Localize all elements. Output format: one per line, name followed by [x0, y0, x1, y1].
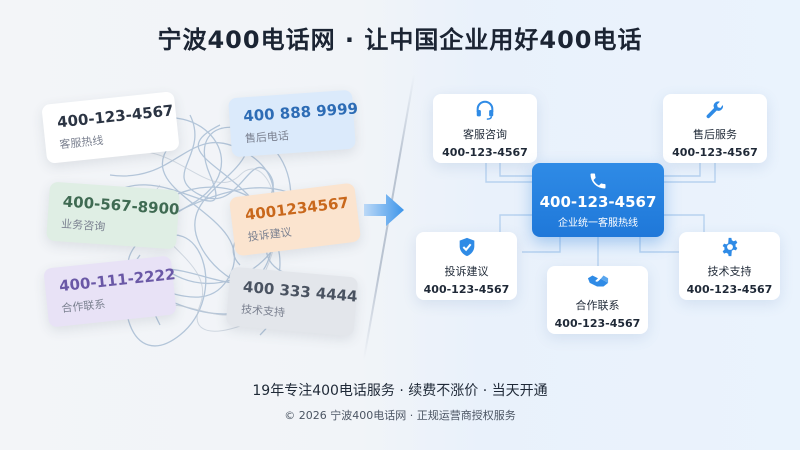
- card-label: 售后电话: [244, 129, 290, 146]
- node-number: 400-123-4567: [442, 145, 528, 159]
- node-label: 投诉建议: [444, 265, 489, 278]
- node-number: 400-123-4567: [672, 145, 758, 159]
- phone-card-aftersales: 400 888 9999 售后电话: [228, 89, 359, 158]
- phone-card-business: 400-567-8900 业务咨询: [46, 181, 181, 250]
- service-node-complaint[interactable]: 投诉建议 400-123-4567: [416, 232, 517, 300]
- hub-hotline-card[interactable]: 400-123-4567 企业统一客服热线: [532, 163, 664, 237]
- card-number: 400-567-8900: [62, 192, 181, 219]
- card-label: 业务咨询: [60, 217, 106, 234]
- phone-icon: [590, 173, 606, 189]
- node-label: 售后服务: [693, 127, 737, 141]
- page-title: 宁波400电话网 · 让中国企业用好400电话: [157, 26, 643, 54]
- hub-number: 400-123-4567: [539, 193, 657, 211]
- card-number: 400 333 4444: [242, 277, 359, 306]
- node-label: 客服咨询: [463, 127, 507, 141]
- card-label: 技术支持: [240, 302, 286, 320]
- node-number: 400-123-4567: [554, 317, 641, 330]
- node-label: 技术支持: [707, 265, 752, 278]
- copyright-footer: © 2026 宁波400电话网 · 正规运营商授权服务: [284, 409, 516, 422]
- card-label: 合作联系: [60, 297, 106, 316]
- node-label: 合作联系: [575, 299, 620, 312]
- phone-card-techsupport: 400 333 4444 技术支持: [225, 266, 359, 337]
- headset-icon: [476, 100, 494, 120]
- node-number: 400-123-4567: [686, 283, 773, 296]
- hub-label: 企业统一客服热线: [558, 218, 638, 229]
- service-node-consult[interactable]: 客服咨询 400-123-4567: [433, 94, 537, 163]
- service-node-aftersales[interactable]: 售后服务 400-123-4567: [663, 94, 767, 163]
- node-number: 400-123-4567: [423, 283, 510, 296]
- shield-check-icon: [459, 237, 474, 257]
- service-node-partner[interactable]: 合作联系 400-123-4567: [547, 266, 648, 334]
- service-node-techsupport[interactable]: 技术支持 400-123-4567: [679, 232, 780, 300]
- card-number: 400 888 9999: [242, 99, 359, 126]
- wrench-icon: [706, 100, 723, 118]
- gear-icon: [722, 237, 737, 257]
- tagline: 19年专注400电话服务 · 续费不涨价 · 当天开通: [252, 383, 548, 399]
- arrow-right-icon: [364, 194, 404, 226]
- handshake-icon: [587, 275, 608, 287]
